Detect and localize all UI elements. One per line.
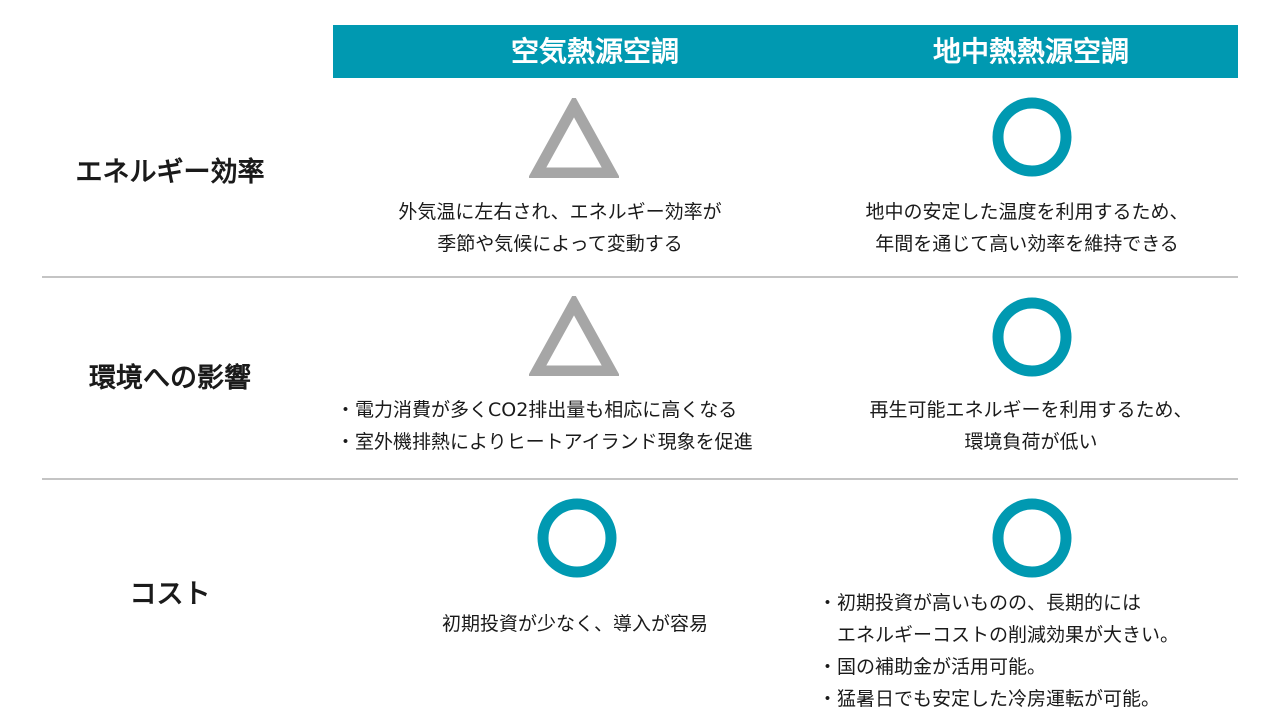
triangle-icon <box>529 296 619 376</box>
circle-icon <box>992 297 1072 377</box>
row-label-efficiency: エネルギー効率 <box>75 157 265 188</box>
row-divider <box>42 276 1238 278</box>
table-header: 空気熱源空調 地中熱熱源空調 <box>333 25 1238 78</box>
circle-icon <box>537 498 617 578</box>
circle-icon <box>992 498 1072 578</box>
circle-icon <box>992 97 1072 177</box>
row-label-cost: コスト <box>129 579 211 610</box>
efficiency-ground-text: 地中の安定した温度を利用するため、年間を通じて高い効率を維持できる <box>865 201 1189 255</box>
row-divider <box>42 478 1238 480</box>
header-ground-source: 地中熱熱源空調 <box>932 35 1129 68</box>
cost-ground-text: ・初期投資が高いものの、長期的には エネルギーコストの削減効果が大きい。・国の補… <box>818 592 1180 710</box>
environment-ground-text: 再生可能エネルギーを利用するため、環境負荷が低い <box>869 399 1193 453</box>
cost-air-text: 初期投資が少なく、導入が容易 <box>441 613 708 635</box>
efficiency-air-text: 外気温に左右され、エネルギー効率が季節や気候によって変動する <box>398 201 722 255</box>
header-air-source: 空気熱源空調 <box>510 35 679 68</box>
triangle-icon <box>529 98 619 178</box>
row-label-environment: 環境への影響 <box>89 363 251 394</box>
environment-air-text: ・電力消費が多くCO2排出量も相応に高くなる・室外機排熱によりヒートアイランド現… <box>336 399 753 453</box>
